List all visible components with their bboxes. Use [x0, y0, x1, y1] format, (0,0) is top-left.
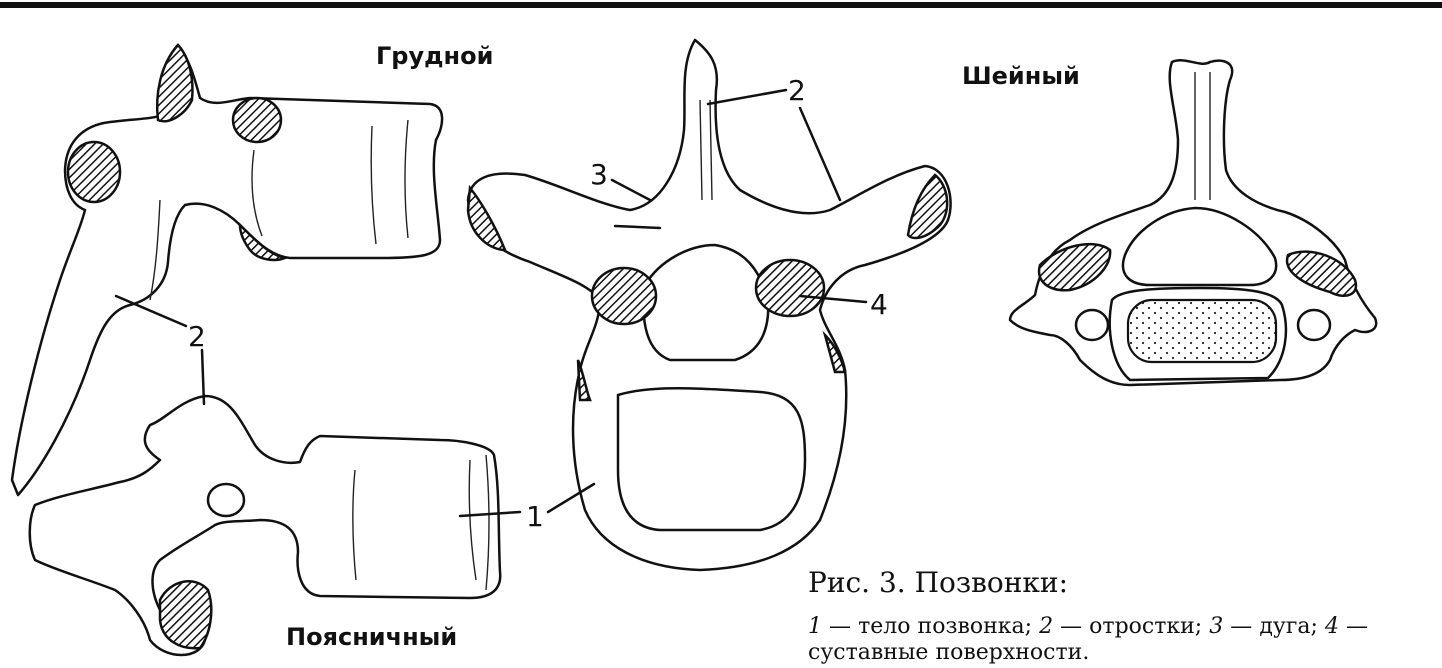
- legend-num-2: 2: [1039, 614, 1054, 639]
- central-body: [616, 387, 807, 532]
- legend-text-2: — отростки;: [1053, 614, 1210, 639]
- thoracic-vertebra: [10, 43, 444, 497]
- lumbar-facet: [158, 580, 213, 650]
- lumbar-foramen: [206, 482, 246, 518]
- label-cervical: Шейный: [962, 62, 1080, 90]
- cervical-facet-right: [1285, 250, 1358, 297]
- label-lumbar: Поясничный: [286, 623, 457, 651]
- cervical-facet-left: [1037, 242, 1112, 292]
- leader-lines: [114, 88, 868, 518]
- label-thoracic: Грудной: [376, 42, 493, 70]
- cervical-canal: [1121, 206, 1278, 287]
- caption-legend: 1 — тело позвонка; 2 — отростки; 3 — дуг…: [808, 614, 1368, 666]
- legend-text-1: — тело позвонка;: [822, 614, 1040, 639]
- label-2-top: 2: [788, 74, 806, 107]
- thoracic-facet-3: [66, 140, 122, 204]
- label-4: 4: [870, 288, 888, 321]
- lumbar-vertebra: [28, 394, 502, 657]
- caption-title: Рис. 3. Позвонки:: [808, 566, 1069, 599]
- legend-num-1: 1: [808, 614, 822, 639]
- cervical-foramen-right: [1296, 308, 1332, 342]
- cervical-vertebra: [1008, 59, 1378, 387]
- thoracic-facet-2: [231, 96, 283, 144]
- label-1: 1: [526, 500, 544, 533]
- label-3: 3: [590, 158, 608, 191]
- cervical-body: [1126, 298, 1278, 364]
- cervical-foramen-left: [1074, 308, 1110, 342]
- label-2-left: 2: [188, 320, 206, 353]
- thoracic-facet-4: [238, 221, 290, 262]
- top-border: [0, 2, 1442, 8]
- thoracic-facet-1: [155, 43, 194, 123]
- central-facet-left: [590, 266, 658, 326]
- central-vertebra: [466, 38, 952, 572]
- legend-text-3: — дуга;: [1223, 614, 1325, 639]
- central-facet-right: [754, 258, 826, 318]
- legend-text-4: — суставные поверхности.: [808, 614, 1368, 665]
- legend-num-3: 3: [1209, 614, 1224, 639]
- legend-num-4: 4: [1324, 614, 1339, 639]
